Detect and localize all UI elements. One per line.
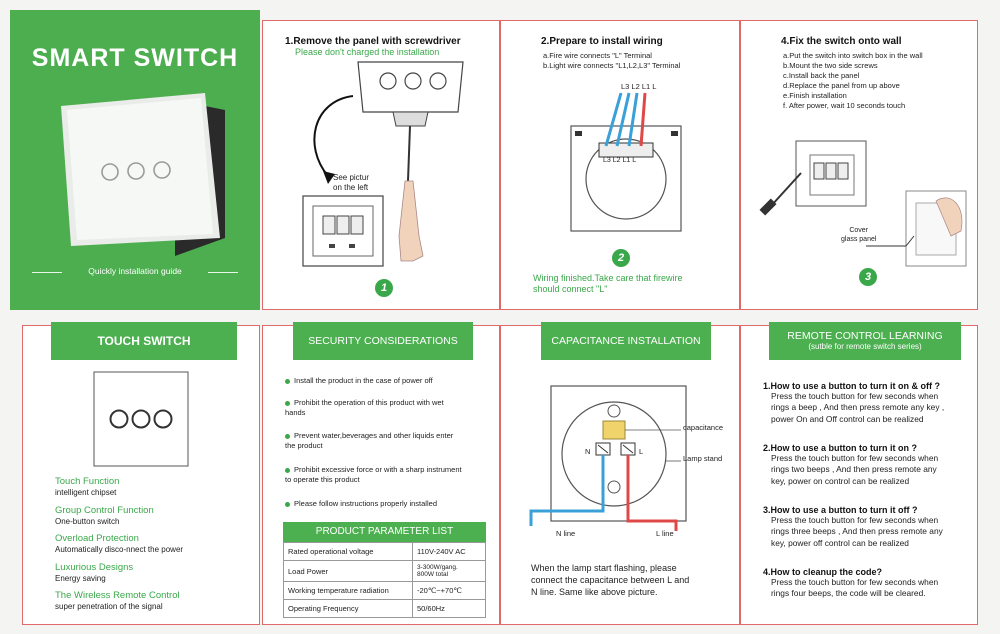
step3-line: e.Finish installation [783, 91, 847, 100]
faq-item: 4.How to cleanup the code? Press the tou… [763, 567, 939, 599]
capacitance-title: CAPACITANCE INSTALLATION [541, 322, 711, 360]
cover-glass-label: Cover glass panel [841, 227, 877, 243]
security-item: Prohibit the operation of this product w… [285, 398, 444, 417]
step2-note: Wiring finished.Take care that firewire … [533, 273, 683, 294]
panel-removal-illustration [302, 61, 464, 267]
step2-line-a: a.Fire wire connects "L" Terminal [543, 51, 652, 60]
l-line-label: L line [656, 529, 674, 538]
step3-line: b.Mount the two side screws [783, 61, 878, 70]
divider [208, 272, 238, 273]
table-row: Working temperature radiation-20℃~+70℃ [283, 581, 486, 600]
step3-badge: 3 [859, 268, 877, 286]
n-label: N [585, 447, 591, 456]
l-label: L [639, 447, 644, 456]
lamp-stand-label: Lamp stand [683, 454, 723, 463]
security-panel: SECURITY CONSIDERATIONS Install the prod… [262, 322, 500, 625]
param-title: PRODUCT PARAMETER LIST [283, 522, 486, 542]
remote-subtitle: (sutble for remote switch series) [808, 342, 922, 351]
security-item: Please follow instructions properly inst… [285, 499, 437, 509]
security-item: Install the product in the case of power… [285, 376, 433, 386]
cover-panel: SMART SWITCH Quickly installation guide [10, 10, 260, 310]
step3-title: 4.Fix the switch onto wall [781, 36, 902, 47]
terminal-labels-top: L3 L2 L1 L [621, 82, 657, 91]
step3-line: f. After power, wait 10 seconds touch [783, 101, 906, 110]
cover-subtitle: Quickly installation guide [88, 266, 182, 276]
n-line-label: N line [556, 529, 576, 538]
step1-title: 1.Remove the panel with screwdriver [285, 36, 461, 47]
step2-line-b: b.Light wire connects "L1,L2,L3" Termina… [543, 61, 681, 70]
step2-badge: 2 [612, 249, 630, 267]
step3-panel: 4.Fix the switch onto wall a.Put the swi… [740, 20, 978, 310]
touch-switch-image [93, 371, 189, 467]
security-title: SECURITY CONSIDERATIONS [293, 322, 473, 360]
faq-item: 3.How to use a button to turn it off ? P… [763, 505, 943, 548]
step2-panel: 2.Prepare to install wiring a.Fire wire … [500, 20, 740, 310]
step3-line: d.Replace the panel from up above [783, 81, 900, 90]
wiring-diagram [570, 92, 682, 232]
touch-title: TOUCH SWITCH [51, 322, 237, 360]
capacitance-diagram [529, 385, 687, 531]
capacitance-label: capacitance [683, 423, 724, 432]
security-item: Prohibit excessive force or with a sharp… [285, 465, 462, 484]
wall-mount-illustration [759, 140, 967, 267]
step1-panel: 1.Remove the panel with screwdriver Plea… [262, 20, 500, 310]
capacitance-panel: CAPACITANCE INSTALLATION capacitance Lam… [500, 322, 740, 625]
step1-note: See pictur on the left [333, 173, 370, 192]
remote-title-block: REMOTE CONTROL LEARNING (sutble for remo… [769, 322, 961, 360]
step1-badge: 1 [375, 279, 393, 297]
switch-product-image [61, 93, 225, 256]
step3-line: c.Install back the panel [783, 71, 860, 80]
step1-subtitle: Please don't charged the installation [295, 47, 440, 57]
faq-item: 1.How to use a button to turn it on & of… [763, 381, 945, 424]
terminal-labels-bottom: L3 L2 L1 L [603, 157, 637, 164]
cover-title: SMART SWITCH [31, 44, 239, 72]
step2-title: 2.Prepare to install wiring [541, 36, 663, 47]
capacitance-note: When the lamp start flashing, please con… [531, 563, 690, 597]
security-item: Prevent water,beverages and other liquid… [285, 431, 454, 450]
divider [32, 272, 62, 273]
faq-item: 2.How to use a button to turn it on ? Pr… [763, 443, 939, 486]
step3-line: a.Put the switch into switch box in the … [783, 51, 923, 60]
remote-panel: REMOTE CONTROL LEARNING (sutble for remo… [740, 322, 978, 625]
remote-title: REMOTE CONTROL LEARNING [787, 330, 943, 342]
